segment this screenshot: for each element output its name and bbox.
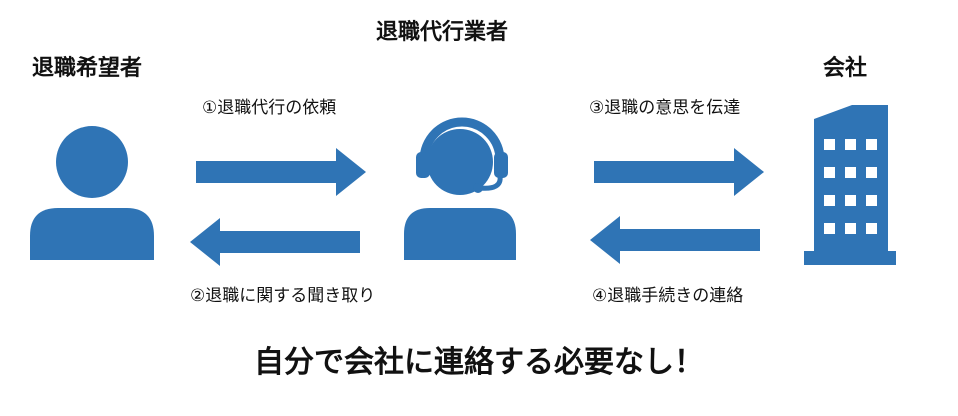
company-label: 会社 xyxy=(823,56,868,81)
step-1-label: ①退職代行の依頼 xyxy=(202,98,337,118)
step-2-label: ②退職に関する聞き取り xyxy=(190,286,376,306)
headset-operator-icon xyxy=(404,117,516,260)
step-2-arrow xyxy=(190,218,360,266)
step-3-arrow xyxy=(594,148,764,196)
agency-label: 退職代行業者 xyxy=(376,20,509,45)
step-3-label: ③退職の意思を伝達 xyxy=(589,98,741,118)
applicant-label: 退職希望者 xyxy=(32,56,143,81)
step-4-label: ④退職手続きの連絡 xyxy=(592,286,744,306)
office-building-icon xyxy=(804,105,896,265)
step-1-arrow xyxy=(196,148,366,196)
person-icon xyxy=(30,126,154,260)
footer-message: 自分で会社に連絡する必要なし！ xyxy=(254,345,704,380)
step-4-arrow xyxy=(590,216,760,264)
